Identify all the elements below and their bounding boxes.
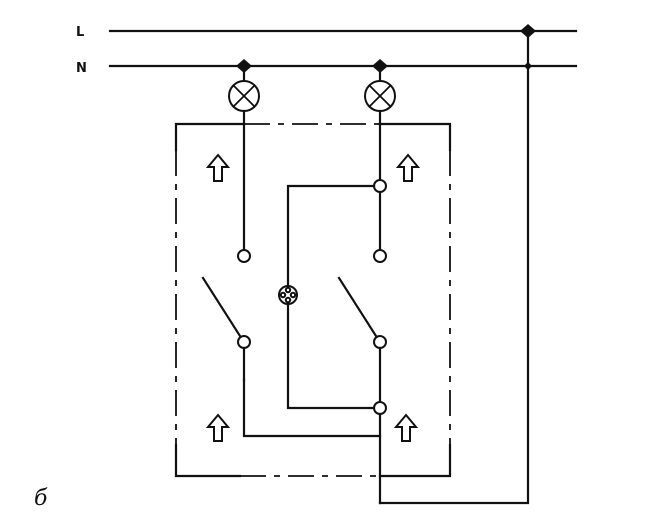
arrow-up-icon <box>205 153 231 182</box>
switch-right <box>337 122 387 415</box>
switch-left <box>201 122 251 382</box>
lamp-1-icon <box>228 64 260 126</box>
indicator-loop <box>278 184 376 410</box>
label-line-l: L <box>76 25 84 40</box>
arrow-up-icon <box>395 153 421 182</box>
arrow-up-icon <box>393 413 419 442</box>
switch-enclosure <box>174 122 452 478</box>
figure-caption: б <box>34 486 48 511</box>
arrow-up-icon <box>205 413 231 442</box>
common-feed <box>242 29 530 505</box>
lamp-2-icon <box>364 64 396 126</box>
label-line-n: N <box>76 61 87 76</box>
